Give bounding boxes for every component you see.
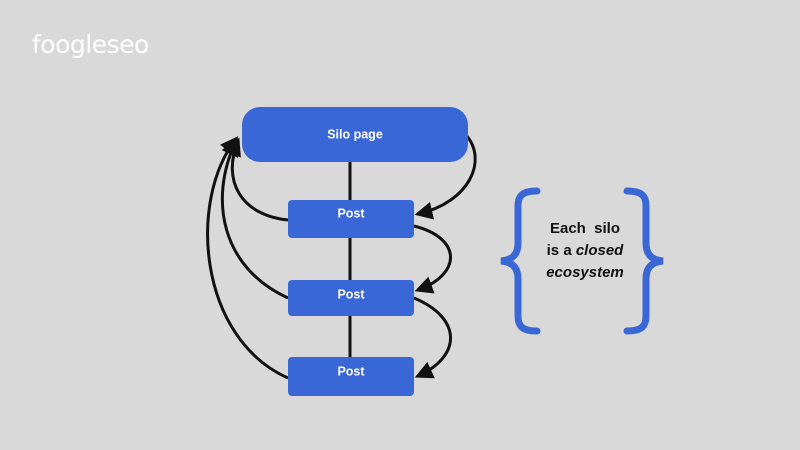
arrow-post2-to-post3: [413, 296, 452, 379]
node-post-2-label: Post: [337, 287, 365, 301]
node-post-1-label: Post: [337, 206, 365, 220]
note-line-3: ecosystem: [530, 262, 640, 284]
arrow-silo-to-post1: [414, 134, 477, 220]
note-line-3-text: ecosystem: [546, 264, 624, 281]
node-silo-page-label: Silo page: [327, 127, 383, 141]
node-post-3-label: Post: [337, 364, 365, 378]
node-silo-page: Silo page: [242, 107, 468, 162]
note-line-2-prefix: is a: [546, 242, 576, 259]
note-line-1: Each silo: [549, 220, 621, 237]
node-post-3: Post: [288, 357, 414, 396]
node-post-2: Post: [288, 280, 414, 316]
arrow-post2-to-silo: [220, 137, 289, 300]
left-brace: [500, 187, 541, 335]
arrow-post1-to-post2: [413, 224, 452, 294]
note-line-2: is a closed: [530, 240, 640, 262]
right-brace: [623, 187, 664, 335]
closed-ecosystem-note: Each silo is a closed ecosystem: [530, 218, 640, 284]
arrow-post3-to-silo: [206, 136, 289, 380]
node-post-1: Post: [288, 200, 414, 238]
foogleseo-logo: foogleseo: [32, 30, 149, 59]
note-line-2-emphasis: closed: [575, 242, 624, 259]
